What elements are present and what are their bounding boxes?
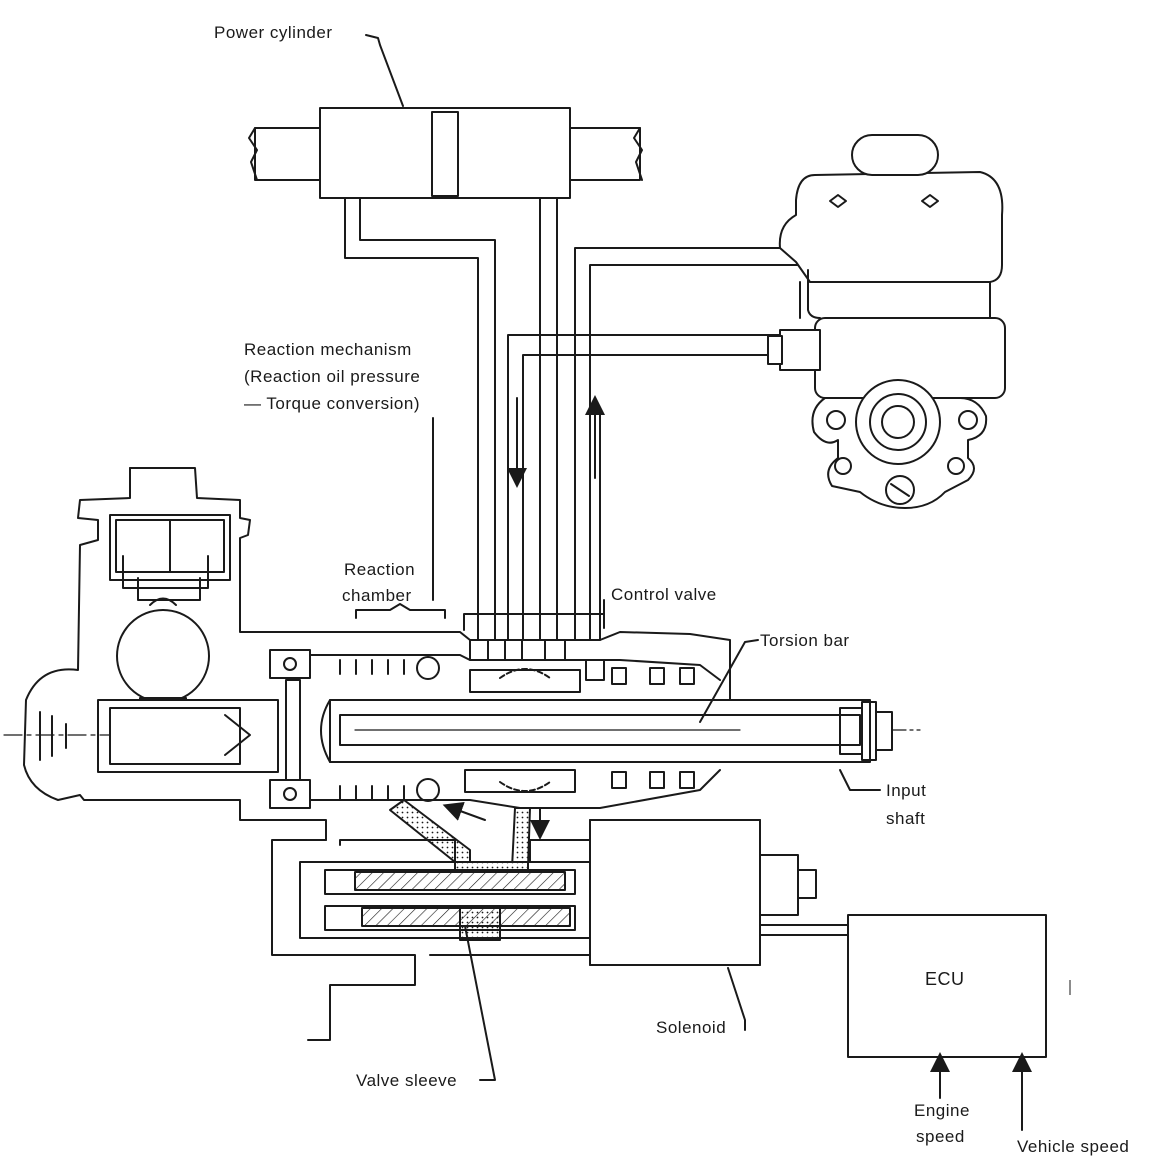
- input-shaft-label-1: Input: [886, 781, 927, 800]
- cylinder-lines: [344, 197, 558, 641]
- ecu-box: [847, 914, 1047, 1058]
- valve-sleeve-label: Valve sleeve: [356, 1071, 458, 1090]
- reaction-chamber-bracket: [355, 603, 446, 619]
- reaction-mechanism-label-3: — Torque conversion): [244, 394, 420, 413]
- reaction-mechanism-label-1: Reaction mechanism: [244, 340, 412, 359]
- valve-body: [269, 639, 921, 809]
- pump: [767, 317, 1006, 509]
- gear-housing: [3, 467, 731, 841]
- torsion-bar-label: Torsion bar: [760, 631, 850, 650]
- engine-speed-label-2: speed: [916, 1127, 965, 1146]
- power-cylinder-label: Power cylinder: [214, 23, 333, 42]
- ecu-label: ECU: [925, 969, 965, 989]
- input-shaft-leader: [839, 769, 881, 791]
- input-shaft-label-2: shaft: [886, 809, 926, 828]
- torsion-bar-leader: [699, 639, 759, 723]
- power-cylinder: [248, 107, 643, 199]
- power-cylinder-leader: [365, 34, 404, 107]
- oil-passage: [389, 799, 550, 869]
- reaction-mechanism-label-2: (Reaction oil pressure: [244, 367, 421, 386]
- solenoid-valve: [271, 819, 849, 1041]
- reaction-chamber-label-1: Reaction: [344, 560, 416, 579]
- vehicle-speed-label: Vehicle speed: [1017, 1137, 1130, 1156]
- engine-speed-label-1: Engine: [914, 1101, 970, 1120]
- reaction-chamber-label-2: chamber: [342, 586, 412, 605]
- valve-sleeve-leader: [464, 925, 496, 1081]
- control-valve-label: Control valve: [611, 585, 717, 604]
- control-valve-bracket: [463, 613, 605, 631]
- pump-lines: [507, 247, 801, 641]
- solenoid-leader: [727, 967, 746, 1031]
- reservoir: [778, 134, 1004, 319]
- solenoid-label: Solenoid: [656, 1018, 727, 1037]
